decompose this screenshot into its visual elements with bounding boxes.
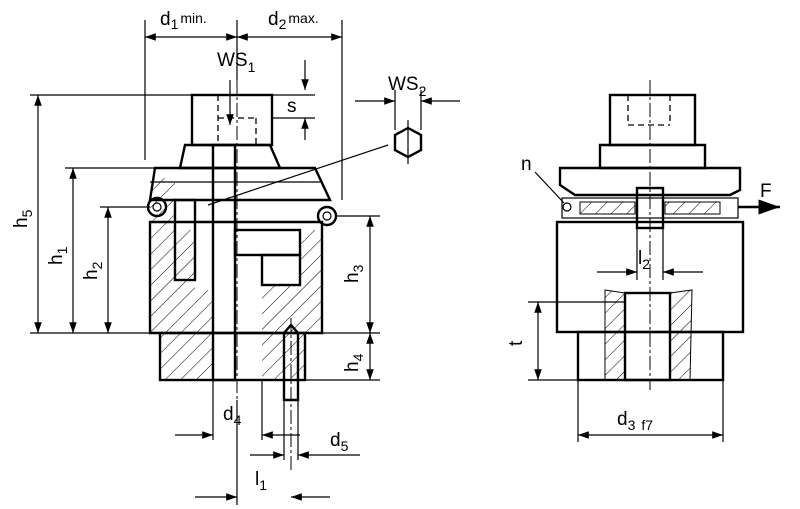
pin-right [316,205,338,227]
dowel-pin [282,323,300,402]
side-view [528,80,780,442]
spring-left [579,201,636,215]
label-d5: d5 [330,430,349,454]
slot-left [173,198,197,282]
wedge [233,228,302,257]
label-l2: l2 [638,248,650,272]
bore [211,143,237,382]
wedge-lower [260,253,302,287]
label-h4: h4 [342,353,366,372]
label-s: s [287,96,297,117]
spring-right [664,201,721,215]
body-hatch-right [262,230,322,380]
rv-bore [623,291,672,382]
rv-hatch-l [604,289,626,381]
rv-pin [562,202,572,212]
label-h1: h1 [46,246,70,265]
pin-left-inner [152,202,162,212]
rv-cone [598,143,707,170]
body-hatch-left [150,173,213,380]
label-t: t [506,340,527,346]
rv-head [608,93,697,147]
label-l1: l1 [255,469,267,493]
label-h3: h3 [342,264,366,283]
head-outline [190,93,274,147]
cone [178,143,282,170]
rv-ring [558,166,742,197]
label-F: F [760,181,772,202]
label-n: n [521,154,532,175]
label-ws1: WS1 [217,50,256,75]
label-h5: h5 [11,209,35,228]
label-ws2: WS2 [388,74,427,99]
leader-ws2 [207,144,389,206]
rv-hatch-r [669,289,693,381]
pin-right-inner [322,211,332,221]
leader-n [534,171,565,204]
label-d4: d4 [223,404,242,428]
label-h2: h2 [81,261,105,280]
section-view [30,20,460,505]
